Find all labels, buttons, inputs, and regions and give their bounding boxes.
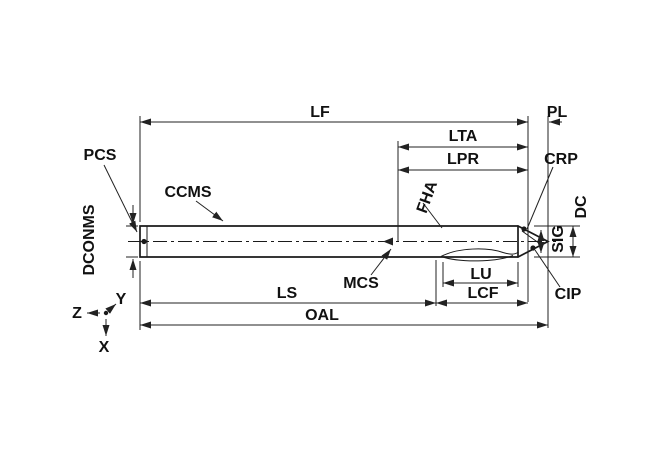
leader-cip bbox=[534, 249, 561, 288]
label-sig: SIG bbox=[550, 225, 567, 253]
label-lu: LU bbox=[470, 266, 491, 283]
axes-origin-dot bbox=[103, 310, 109, 316]
label-ls: LS bbox=[277, 285, 298, 302]
label-axis-z: Z bbox=[72, 305, 82, 322]
label-fha: FHA bbox=[414, 178, 441, 215]
label-dc: DC bbox=[573, 195, 590, 219]
cip-point-dot bbox=[530, 245, 536, 251]
label-cip: CIP bbox=[555, 286, 582, 303]
mcs-centerline-arrow bbox=[383, 237, 393, 246]
fha-angle-line bbox=[422, 202, 443, 229]
label-lcf: LCF bbox=[467, 285, 498, 302]
leader-pcs bbox=[103, 164, 138, 233]
label-lf: LF bbox=[310, 104, 330, 121]
coordinate-axes: Z Y X bbox=[72, 291, 127, 356]
dimension-labels: LF PL LTA LPR CRP PCS CCMS MCS LU LCF LS… bbox=[81, 104, 590, 324]
label-lpr: LPR bbox=[447, 151, 479, 168]
label-lta: LTA bbox=[449, 128, 478, 145]
extension-lines bbox=[126, 116, 580, 330]
pcs-point-dot bbox=[141, 238, 147, 245]
leader-crp bbox=[526, 166, 554, 230]
dimension-lines bbox=[129, 118, 577, 329]
tool-outline bbox=[139, 225, 550, 262]
label-pcs: PCS bbox=[84, 147, 117, 164]
leader-mcs bbox=[370, 248, 392, 276]
leader-lines bbox=[103, 164, 561, 288]
label-mcs: MCS bbox=[343, 275, 379, 292]
y-axis-arrow bbox=[105, 303, 117, 314]
label-pl: PL bbox=[547, 104, 568, 121]
label-axis-x: X bbox=[99, 339, 110, 356]
crp-point-dot bbox=[521, 226, 527, 232]
label-crp: CRP bbox=[544, 151, 578, 168]
label-axis-y: Y bbox=[116, 291, 127, 308]
label-dconms: DCONMS bbox=[81, 204, 98, 275]
flute-shape bbox=[440, 248, 519, 257]
label-oal: OAL bbox=[305, 307, 339, 324]
leader-ccms bbox=[195, 200, 224, 222]
label-ccms: CCMS bbox=[164, 184, 211, 201]
